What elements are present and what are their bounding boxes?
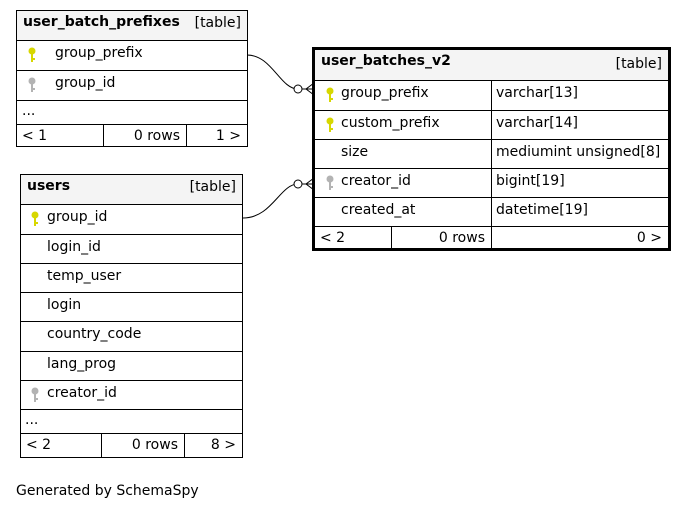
table-footer: < 2 0 rows 0 > (315, 226, 668, 248)
column-row[interactable]: login_id (21, 234, 242, 263)
table-users[interactable]: users [table] group_id login_id temp_use… (20, 174, 243, 458)
table-type: [table] (615, 56, 662, 72)
table-header: user_batch_prefixes [table] (17, 11, 247, 40)
table-header: user_batches_v2 [table] (315, 50, 668, 80)
foreign-key-icon (28, 77, 36, 92)
column-name: group_id (55, 75, 116, 91)
children-count[interactable]: 0 > (491, 227, 668, 248)
table-header: users [table] (21, 175, 242, 204)
column-name: created_at (341, 202, 416, 218)
column-name: group_prefix (341, 85, 429, 101)
column-name: group_id (47, 209, 108, 225)
column-row[interactable]: group_id (17, 70, 247, 100)
column-type: varchar[13] (491, 81, 578, 110)
table-name: user_batches_v2 (321, 53, 451, 69)
column-name: size (341, 144, 369, 160)
column-row[interactable]: group_prefix (17, 40, 247, 70)
column-row[interactable]: group_id (21, 204, 242, 234)
table-type: [table] (194, 15, 241, 31)
column-name: group_prefix (55, 45, 143, 61)
generated-by-label: Generated by SchemaSpy (16, 483, 199, 499)
row-count: 0 rows (103, 125, 186, 146)
parents-count[interactable]: < 1 (22, 128, 48, 144)
column-name: creator_id (47, 385, 117, 401)
column-type: bigint[19] (491, 169, 565, 197)
column-row[interactable]: created_at datetime[19] (315, 197, 668, 226)
column-name: custom_prefix (341, 115, 440, 131)
row-count: 0 rows (101, 434, 184, 457)
column-row[interactable]: custom_prefix varchar[14] (315, 110, 668, 139)
column-row[interactable]: lang_prog (21, 351, 242, 380)
primary-key-icon (28, 47, 36, 62)
foreign-key-icon (31, 387, 39, 402)
column-row[interactable]: country_code (21, 321, 242, 351)
column-name: lang_prog (47, 356, 117, 372)
table-name: user_batch_prefixes (23, 14, 180, 30)
children-count[interactable]: 1 > (186, 125, 247, 146)
column-row[interactable]: creator_id bigint[19] (315, 168, 668, 197)
parents-count[interactable]: < 2 (320, 230, 346, 246)
column-type: varchar[14] (491, 111, 578, 139)
primary-key-icon (31, 211, 39, 226)
column-row[interactable]: creator_id (21, 380, 242, 409)
foreign-key-icon (326, 175, 334, 190)
more-columns: ... (21, 409, 242, 433)
table-user-batches-v2[interactable]: user_batches_v2 [table] group_prefix var… (312, 47, 671, 251)
table-user-batch-prefixes[interactable]: user_batch_prefixes [table] group_prefix… (16, 10, 248, 147)
column-name: login_id (47, 239, 101, 255)
column-row[interactable]: login (21, 292, 242, 321)
more-columns: ... (17, 100, 247, 124)
primary-key-icon (326, 87, 334, 102)
parents-count[interactable]: < 2 (26, 437, 52, 453)
table-footer: < 1 0 rows 1 > (17, 124, 247, 146)
column-row[interactable]: temp_user (21, 263, 242, 292)
column-name: login (47, 297, 82, 313)
table-type: [table] (189, 179, 236, 195)
column-type: datetime[19] (491, 198, 588, 226)
column-name: creator_id (341, 173, 411, 189)
column-row[interactable]: size mediumint unsigned[8] (315, 139, 668, 168)
column-row[interactable]: group_prefix varchar[13] (315, 80, 668, 110)
row-count: 0 rows (391, 227, 491, 248)
column-name: temp_user (47, 268, 122, 284)
primary-key-icon (326, 117, 334, 132)
table-footer: < 2 0 rows 8 > (21, 433, 242, 457)
children-count[interactable]: 8 > (184, 434, 242, 457)
table-name: users (27, 178, 71, 194)
column-name: country_code (47, 326, 142, 342)
column-type: mediumint unsigned[8] (491, 140, 660, 168)
